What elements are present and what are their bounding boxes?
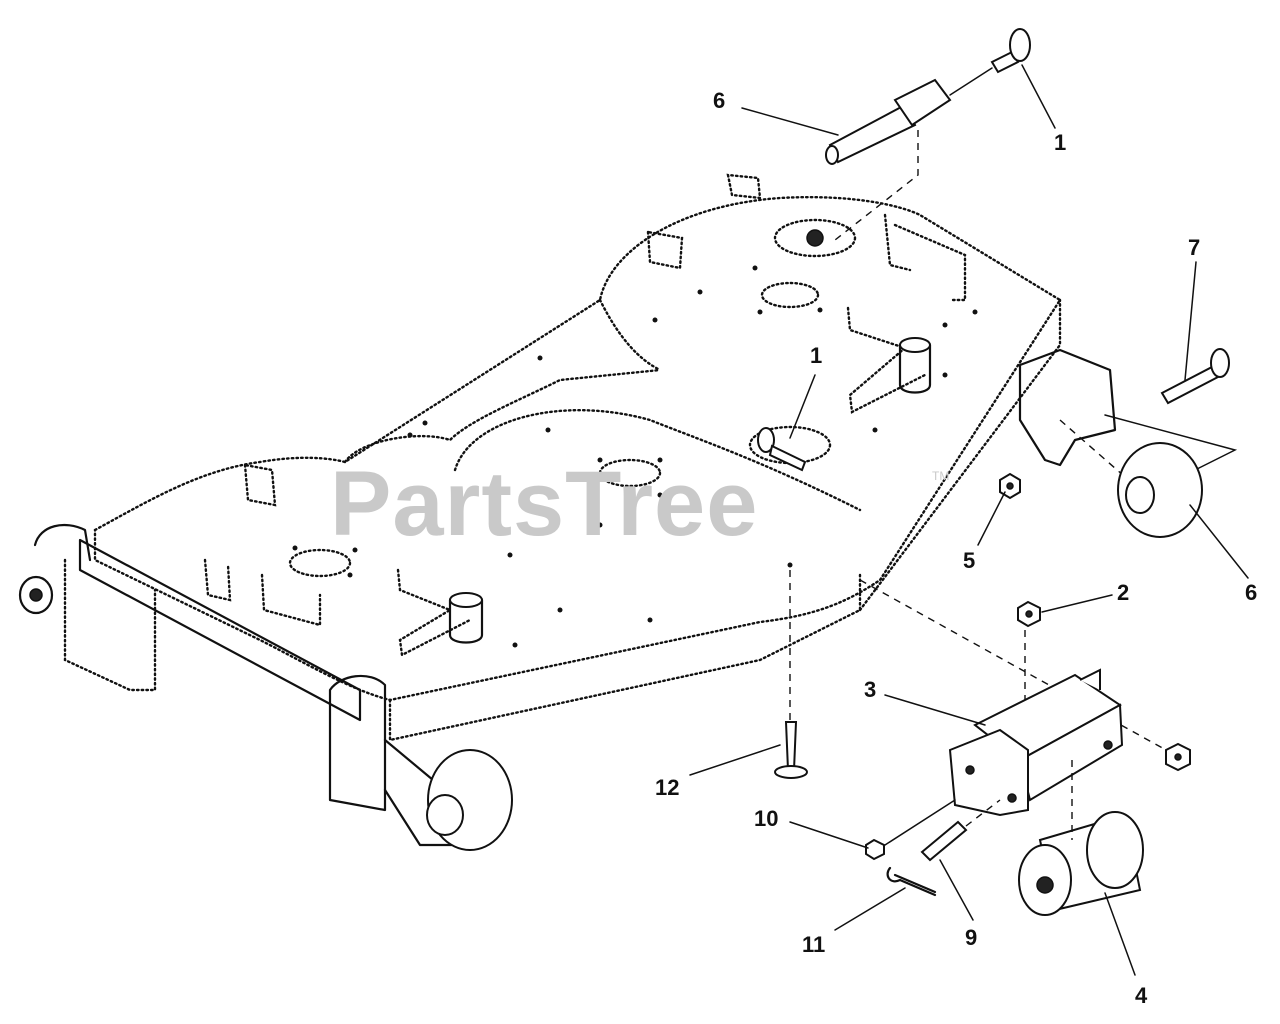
front-left-roller-face (18, 575, 54, 615)
callout-11: 11 (802, 932, 825, 957)
deck-housing-curve-right (598, 298, 662, 372)
callout-3: 3 (864, 677, 876, 702)
part-11-cotter-pin (886, 866, 937, 897)
rear-wheel-guide (1104, 414, 1238, 471)
part-7-shaft-end (825, 145, 839, 165)
deck-pivot-boss-left (448, 598, 484, 644)
callout-1-mid: 1 (810, 343, 822, 368)
leader-1-mid (789, 374, 816, 439)
part-10-axis (884, 799, 956, 846)
spindle-hole-left (288, 548, 352, 578)
part-7-arm-head (893, 78, 952, 127)
callout-2: 2 (1117, 580, 1129, 605)
leader-2 (1041, 594, 1113, 613)
front-left-roller-hub (29, 588, 43, 602)
deck-center-curve (453, 409, 862, 512)
part-3-hole-a (965, 765, 975, 775)
front-wheel-bracket (328, 674, 387, 812)
deck-bracket-e (396, 568, 472, 657)
leader-12 (689, 744, 781, 776)
front-gauge-wheel-hub (426, 794, 464, 836)
callout-1-top: 1 (1054, 130, 1066, 155)
rear-wheel-bracket (1018, 348, 1117, 467)
deck-pivot-boss-right (898, 343, 932, 394)
part-3-bracket-flange (948, 728, 1029, 817)
part-12-bolt (774, 721, 808, 779)
leader-5 (977, 491, 1006, 546)
callout-8: 7 (1188, 235, 1200, 260)
deck-bracket-f (260, 573, 322, 627)
exploded-parts (757, 28, 1238, 916)
deck-bracket-b (893, 223, 967, 302)
part-1-bolt-mid (757, 427, 807, 472)
callout-5: 5 (963, 548, 975, 573)
deck-right-skirt (858, 298, 1062, 612)
callout-labels: 6 1 1 7 5 6 2 3 12 10 11 9 4 (655, 88, 1257, 1008)
bracket-axis-dash (859, 579, 1176, 756)
deck-left-skirt (63, 558, 157, 692)
leader-4 (1104, 892, 1136, 976)
spindle-nut-top (806, 229, 824, 247)
part-10-fastener (865, 838, 885, 861)
leader-3 (884, 694, 986, 726)
deck-bracket-a (883, 213, 912, 272)
deck-bracket-d (846, 306, 927, 414)
deck-bracket-c (646, 230, 684, 270)
part-1-bolt-top (990, 28, 1031, 74)
axis-end-nut (1165, 742, 1191, 772)
deck-bracket-g (243, 463, 277, 507)
mower-deck (18, 173, 1062, 851)
part-7-arm-shaft (828, 103, 917, 164)
spindle-hole-center (598, 458, 662, 488)
part-2-nut (1017, 600, 1041, 628)
leader-6 (1189, 504, 1249, 579)
callout-12: 12 (655, 775, 679, 800)
spindle-hole-rear (773, 218, 857, 258)
deck-housing-curve-left (343, 368, 662, 464)
part-3-hole-c (1103, 740, 1113, 750)
callout-10: 10 (754, 806, 778, 831)
callout-9: 9 (965, 925, 977, 950)
part-3-hole-b (1007, 793, 1017, 803)
deck-bracket-i (726, 173, 762, 200)
deck-pivot-boss-right-top (899, 337, 931, 353)
leader-1-top (1021, 64, 1056, 129)
leader-11 (834, 887, 906, 931)
deck-bolt-holes (292, 265, 978, 648)
part-6-rear-wheel (1117, 442, 1203, 538)
part-3-bracket-tab (1079, 668, 1101, 690)
front-left-roller (33, 523, 92, 562)
deck-bracket-h (203, 558, 232, 602)
spindle-hole-right (760, 281, 820, 309)
part-4-roller (1018, 811, 1144, 916)
leader-8 (1184, 261, 1197, 381)
deck-front-skirt (388, 573, 862, 742)
partstree-watermark: PartsTree (330, 453, 758, 555)
part-7-drop-line (834, 130, 919, 241)
callout-6: 6 (1245, 580, 1257, 605)
deck-left-rail (78, 538, 362, 722)
rear-wheel-axle-dash (1059, 419, 1141, 491)
leader-9 (939, 859, 974, 921)
leader-7 (741, 107, 839, 136)
part-9-pin (920, 820, 968, 862)
leader-10 (789, 821, 869, 849)
part-8-long-bolt (1160, 348, 1230, 405)
callout-leaders (689, 64, 1249, 976)
deck-top-outline (93, 195, 1062, 702)
callout-4: 4 (1135, 983, 1148, 1008)
callout-7: 6 (713, 88, 725, 113)
deck-pivot-boss-left-top (449, 592, 483, 608)
part-1-top-axis (949, 67, 993, 96)
watermark-trademark: TM (932, 469, 949, 483)
